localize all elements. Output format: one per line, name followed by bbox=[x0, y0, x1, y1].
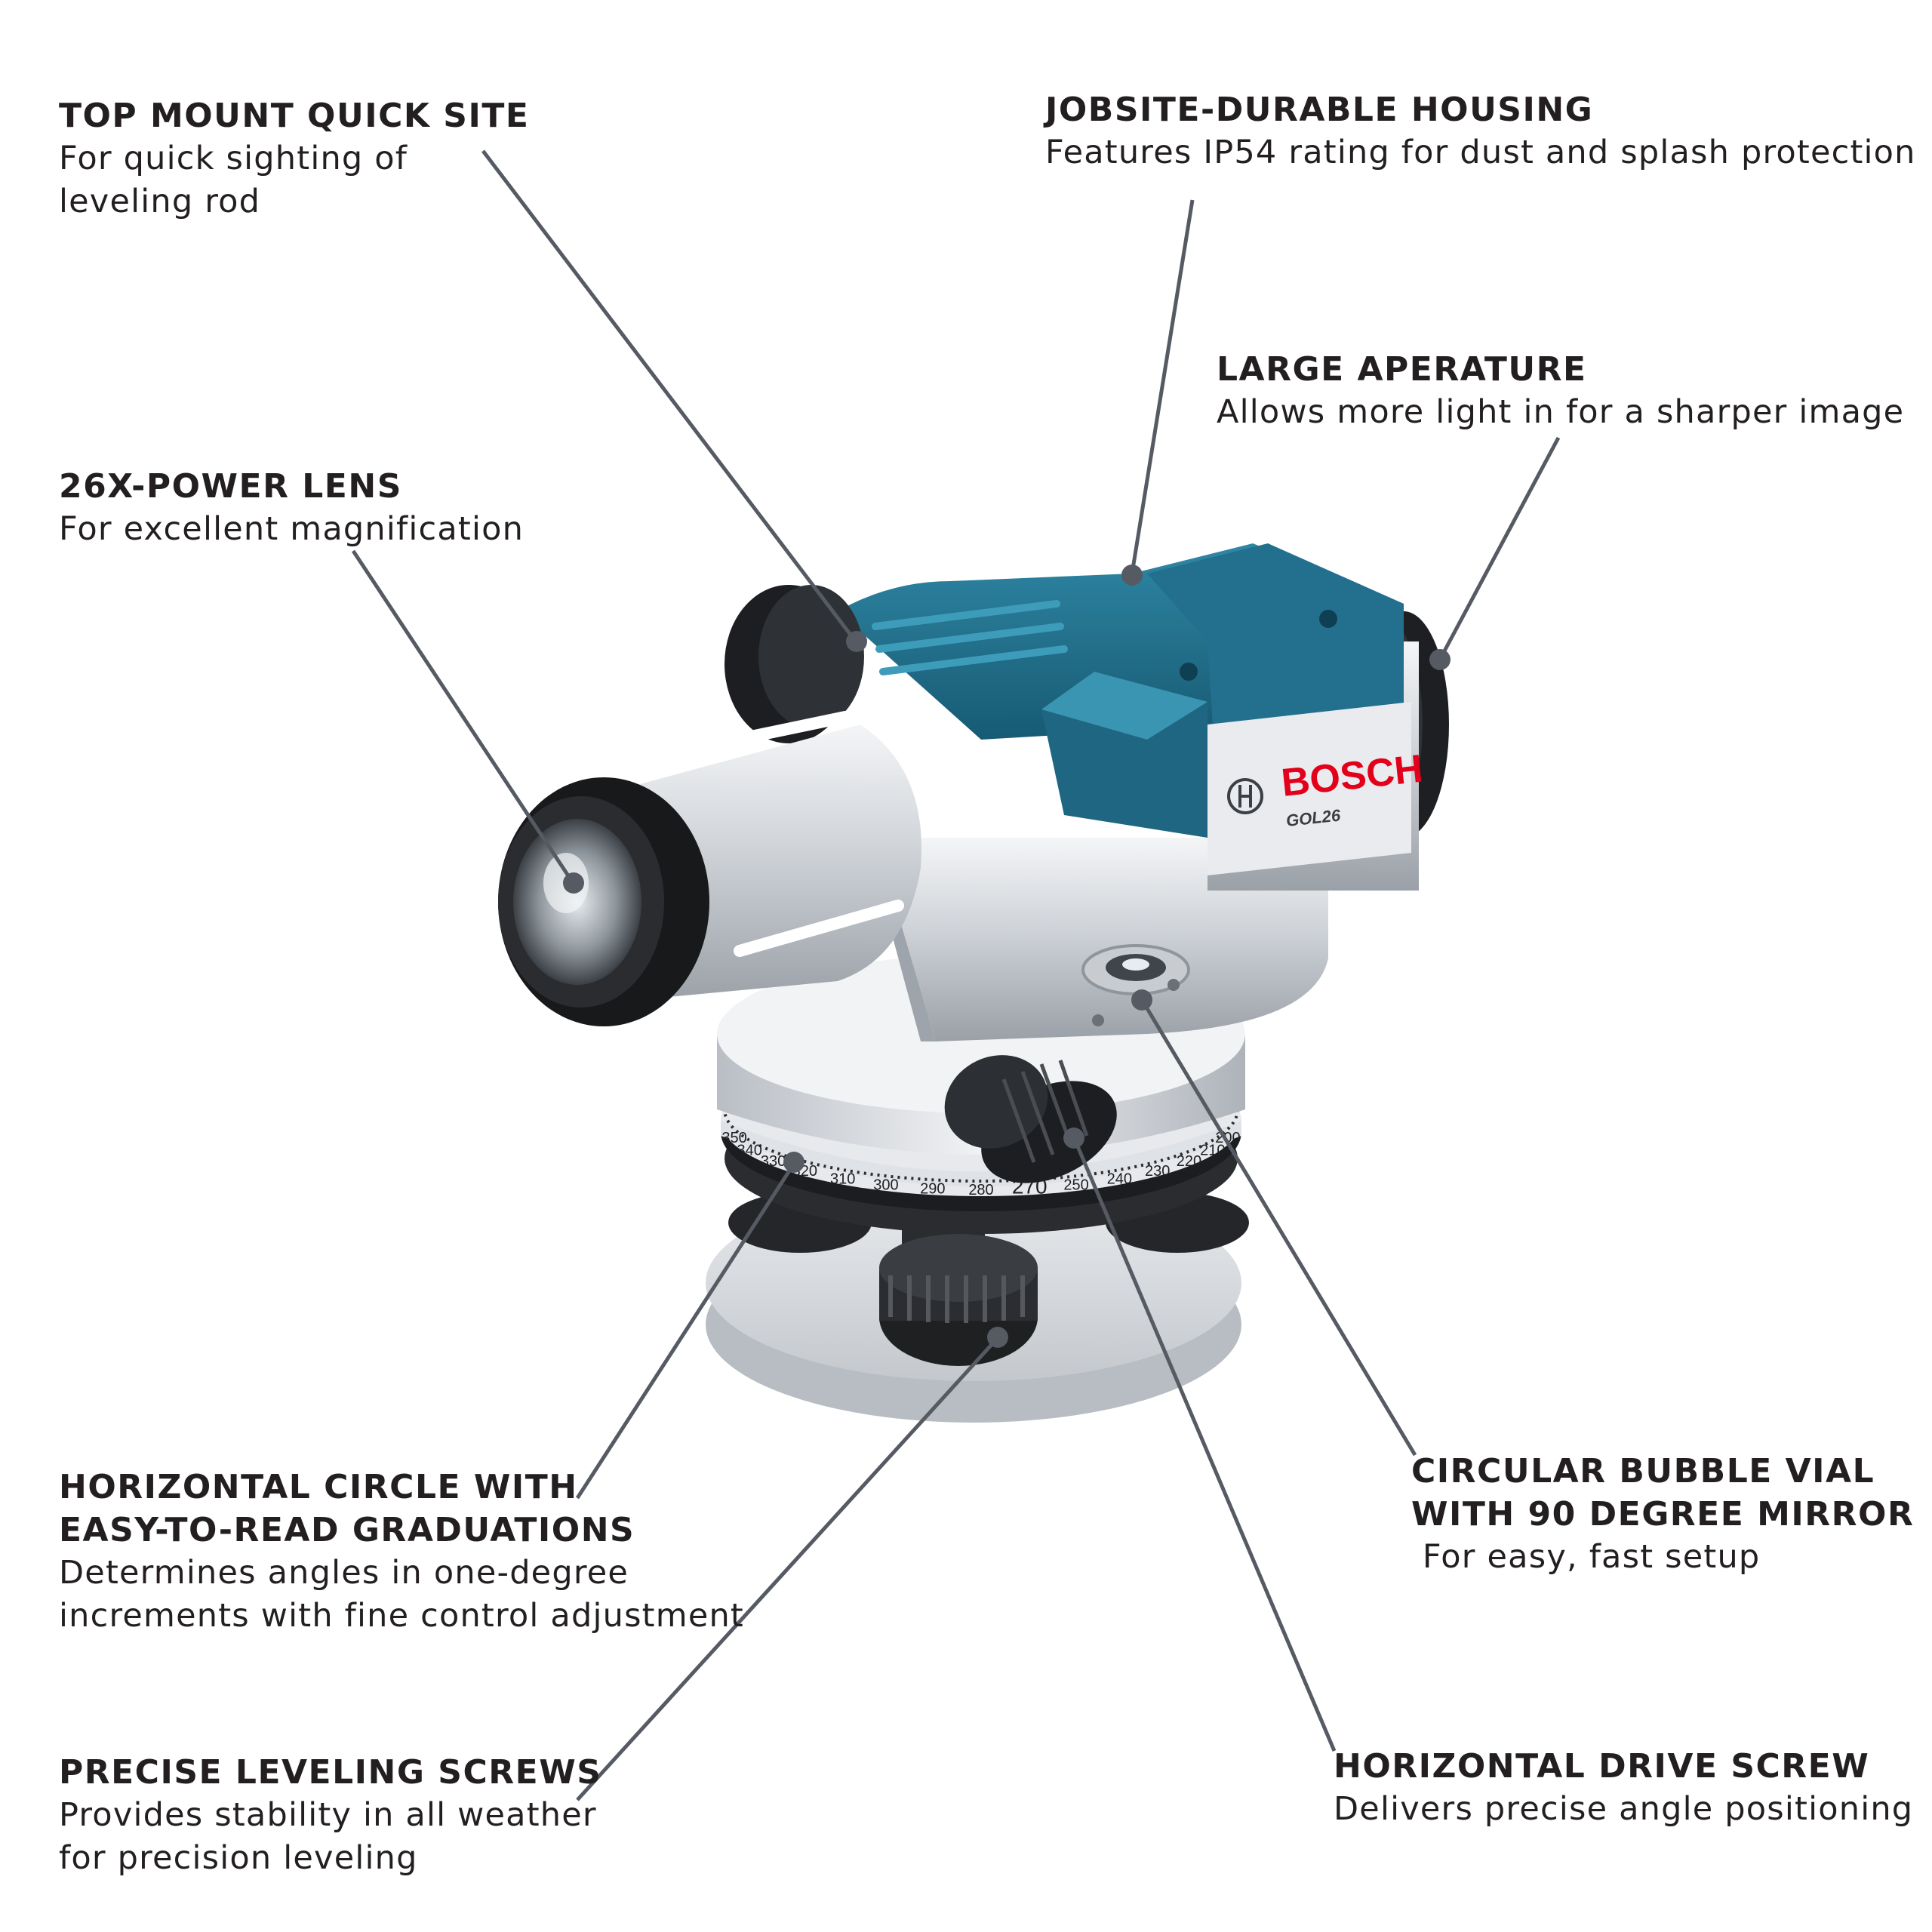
callout-lens: 26X-POWER LENS For excellent magnificati… bbox=[59, 465, 524, 551]
leader-dot-bubble bbox=[1131, 989, 1152, 1011]
leader-top-mount bbox=[481, 149, 854, 639]
callout-desc: Allows more light in for a sharper image bbox=[1217, 393, 1905, 431]
dial-number: 330 bbox=[761, 1153, 786, 1170]
dial-number: 340 bbox=[737, 1142, 762, 1158]
leader-dot-top-mount bbox=[846, 631, 867, 652]
callout-bubble-vial: CIRCULAR BUBBLE VIAL WITH 90 DEGREE MIRR… bbox=[1411, 1450, 1914, 1579]
objective-barrel bbox=[498, 711, 921, 1026]
callout-title: CIRCULAR BUBBLE VIAL bbox=[1411, 1452, 1875, 1491]
callout-title: TOP MOUNT QUICK SITE bbox=[59, 97, 530, 135]
bubble-vial bbox=[1081, 944, 1190, 1026]
leader-dot-screws bbox=[987, 1327, 1008, 1348]
leader-dot-circle bbox=[783, 1152, 804, 1173]
callout-desc: Determines angles in one-degree bbox=[59, 1554, 629, 1592]
callout-desc: For easy, fast setup bbox=[1411, 1538, 1761, 1576]
callout-title: WITH 90 DEGREE MIRROR bbox=[1411, 1495, 1915, 1534]
leader-dot-lens bbox=[563, 872, 584, 894]
callout-housing: JOBSITE-DURABLE HOUSING Features IP54 ra… bbox=[1045, 88, 1916, 174]
telescope-housing: BOSCH GOL26 bbox=[838, 543, 1449, 891]
dial-number: 210 bbox=[1200, 1142, 1225, 1158]
callout-title: 26X-POWER LENS bbox=[59, 467, 402, 506]
callout-desc: increments with fine control adjustment bbox=[59, 1597, 744, 1635]
dial-number: 310 bbox=[830, 1171, 855, 1188]
callout-drive-screw: HORIZONTAL DRIVE SCREW Delivers precise … bbox=[1334, 1745, 1913, 1831]
callout-title: HORIZONTAL DRIVE SCREW bbox=[1334, 1747, 1870, 1786]
callout-title: HORIZONTAL CIRCLE WITH bbox=[59, 1468, 578, 1506]
leader-aperture bbox=[1439, 436, 1561, 658]
leader-circle bbox=[575, 1162, 796, 1500]
callout-title: LARGE APERATURE bbox=[1217, 350, 1587, 389]
callout-title: EASY-TO-READ GRADUATIONS bbox=[59, 1511, 635, 1549]
callout-aperture: LARGE APERATURE Allows more light in for… bbox=[1217, 348, 1904, 434]
callout-leveling-screws: PRECISE LEVELING SCREWS Provides stabili… bbox=[59, 1751, 601, 1880]
leader-dot-housing bbox=[1121, 565, 1143, 586]
callout-desc: leveling rod bbox=[59, 183, 261, 220]
dial-number: 240 bbox=[1107, 1171, 1132, 1188]
callout-title: PRECISE LEVELING SCREWS bbox=[59, 1753, 602, 1792]
dial-number: 280 bbox=[968, 1182, 993, 1198]
leader-dot-aperture bbox=[1429, 649, 1451, 670]
callout-desc: Provides stability in all weather bbox=[59, 1796, 597, 1834]
leader-screws bbox=[576, 1338, 998, 1801]
leader-dot-drive bbox=[1063, 1128, 1084, 1149]
dial-number: 220 bbox=[1177, 1153, 1201, 1170]
dial-number: 300 bbox=[873, 1177, 898, 1194]
leader-bubble bbox=[1141, 1001, 1417, 1457]
leader-lens bbox=[351, 549, 574, 883]
callout-desc: for precision leveling bbox=[59, 1839, 418, 1877]
callout-title: JOBSITE-DURABLE HOUSING bbox=[1045, 91, 1594, 129]
dial-number: 290 bbox=[920, 1180, 945, 1197]
callout-top-mount: TOP MOUNT QUICK SITE For quick sighting … bbox=[59, 94, 529, 223]
callout-desc: For quick sighting of bbox=[59, 140, 408, 177]
callout-desc: Delivers precise angle positioning bbox=[1334, 1790, 1914, 1828]
dial-number: 350 bbox=[721, 1130, 746, 1146]
callout-desc: Features IP54 rating for dust and splash… bbox=[1045, 134, 1916, 171]
leader-drive bbox=[1073, 1140, 1337, 1752]
dial-number: 230 bbox=[1145, 1163, 1170, 1180]
leader-housing bbox=[1130, 199, 1195, 574]
dial-number: 250 bbox=[1063, 1177, 1088, 1194]
callout-horizontal-circle: HORIZONTAL CIRCLE WITH EASY-TO-READ GRAD… bbox=[59, 1466, 744, 1638]
callout-desc: For excellent magnification bbox=[59, 510, 525, 548]
